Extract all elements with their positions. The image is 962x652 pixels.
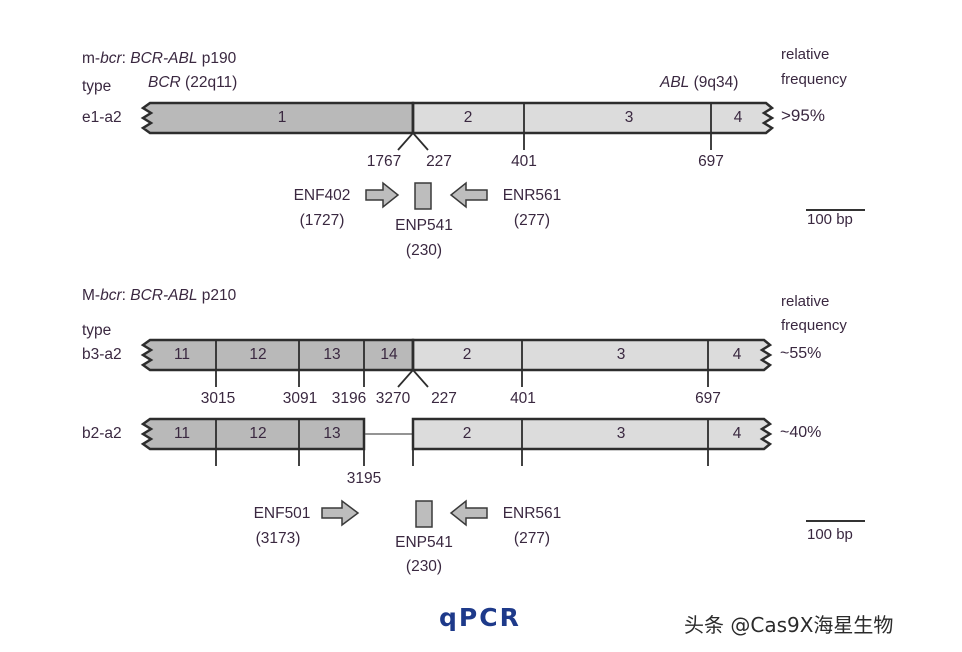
reverse-primer-name: ENR561 [502, 505, 562, 522]
freq-header-bottom-2: frequency [781, 317, 847, 334]
exon-label: 13 [323, 425, 341, 442]
bcr-gene-label: BCR (22q11) [148, 74, 238, 91]
exon-label: 2 [463, 109, 473, 126]
forward-primer-position: (1727) [299, 212, 345, 229]
exon-label: 11 [173, 346, 191, 363]
position-label: 1767 [366, 153, 402, 170]
transcript-bar-b2-a2 [140, 417, 773, 466]
watermark: 头条 @Cas9X海星生物 [684, 613, 894, 637]
position-label: 3015 [200, 390, 236, 407]
position-label: 227 [431, 390, 457, 407]
type-label-bottom: type [82, 322, 112, 339]
forward-primer-position: (3173) [255, 530, 301, 547]
probe-name: ENP541 [395, 217, 453, 234]
probe-position: (230) [405, 242, 443, 259]
probe-position: (230) [405, 558, 443, 575]
position-label: 3091 [282, 390, 318, 407]
exon-label: 14 [380, 346, 398, 363]
exon-label: 3 [624, 109, 634, 126]
scale-bar-label-bottom: 100 bp [807, 526, 853, 543]
position-label: 3195 [346, 470, 382, 487]
probe-name: ENP541 [395, 534, 453, 551]
transcript-name: e1-a2 [82, 109, 122, 126]
transcript-name: b3-a2 [82, 346, 122, 363]
caption-qpcr: qPCR [439, 603, 521, 632]
reverse-primer-position: (277) [513, 530, 551, 547]
transcript-frequency: >95% [781, 106, 825, 125]
transcript-name: b2-a2 [82, 425, 122, 442]
exon-label: 3 [616, 425, 626, 442]
position-label: 3196 [331, 390, 367, 407]
forward-primer-name: ENF402 [293, 187, 351, 204]
freq-header-bottom-1: relative [781, 293, 830, 310]
position-label: 697 [698, 153, 724, 170]
position-label: 3270 [375, 390, 411, 407]
primer-reverse-arrow-top [449, 181, 488, 209]
exon-label: 3 [616, 346, 626, 363]
exon-bcr-1 [140, 101, 415, 135]
primer-reverse-arrow-bottom [449, 499, 488, 527]
exon-label: 1 [277, 109, 287, 126]
panel-title-bottom: M-bcr: BCR-ABL p210 [82, 287, 237, 304]
exon-label: 12 [249, 425, 267, 442]
exon-abl-block [411, 101, 775, 135]
exon-label: 4 [732, 425, 742, 442]
probe-box-top [414, 182, 432, 210]
exon-label: 2 [462, 425, 472, 442]
type-label-top: type [82, 78, 112, 95]
position-label: 227 [426, 153, 452, 170]
reverse-primer-name: ENR561 [502, 187, 562, 204]
primer-forward-arrow-top [365, 181, 400, 209]
abl-gene-label: ABL (9q34) [660, 74, 739, 91]
primer-forward-arrow-bottom [321, 499, 360, 527]
panel-title-top: m-bcr: BCR-ABL p190 [82, 50, 237, 67]
position-label: 401 [511, 153, 537, 170]
exon-label: 13 [323, 346, 341, 363]
exon-label: 4 [732, 346, 742, 363]
transcript-bar-b3-a2 [140, 338, 773, 388]
transcript-bar-e1-a2 [140, 101, 775, 151]
reverse-primer-position: (277) [513, 212, 551, 229]
transcript-frequency: ~40% [780, 424, 822, 441]
scale-bar-label-top: 100 bp [807, 211, 853, 228]
freq-header-top-1: relative [781, 46, 830, 63]
probe-box-bottom [415, 500, 433, 528]
exon-label: 11 [173, 425, 191, 442]
position-label: 697 [695, 390, 721, 407]
exon-label: 2 [462, 346, 472, 363]
position-label: 401 [510, 390, 536, 407]
exon-label: 4 [733, 109, 743, 126]
transcript-frequency: ~55% [780, 345, 822, 362]
freq-header-top-2: frequency [781, 71, 847, 88]
forward-primer-name: ENF501 [253, 505, 311, 522]
exon-label: 12 [249, 346, 267, 363]
